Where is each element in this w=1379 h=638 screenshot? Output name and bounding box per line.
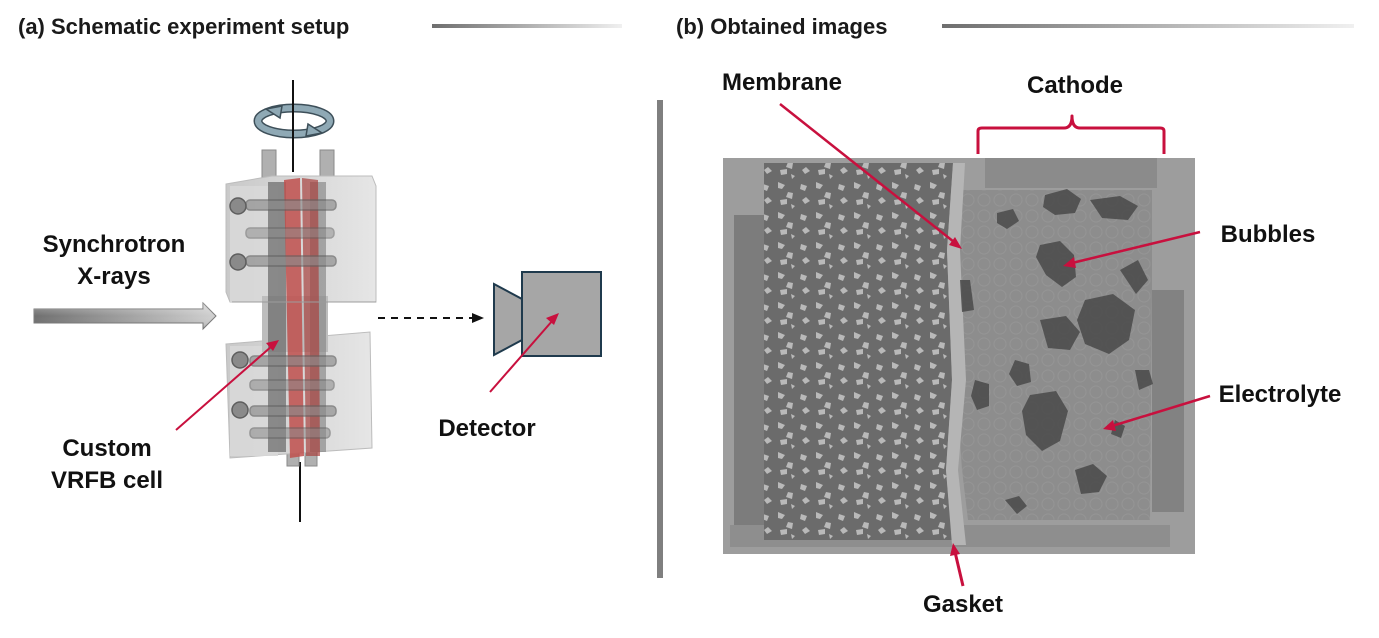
transmitted-beam-arrow	[378, 313, 484, 323]
electrolyte-label: Electrolyte	[1218, 381, 1342, 408]
panel-divider	[657, 100, 663, 578]
gasket-label: Gasket	[922, 591, 1004, 618]
xrays-label: X-rays	[77, 263, 151, 290]
vrfb-cell-label: VRFB cell	[50, 467, 164, 494]
detector-label: Detector	[438, 415, 536, 442]
bubbles-pointer-arrow	[1063, 230, 1201, 268]
panel-a-title-rule	[432, 24, 622, 28]
electrolyte-pointer-arrow	[1103, 394, 1211, 431]
cathode-label: Cathode	[1027, 72, 1123, 99]
cell-pointer-arrow	[175, 340, 279, 431]
tomography-image	[723, 158, 1195, 554]
membrane-label: Membrane	[721, 69, 843, 96]
cathode-bracket	[976, 114, 1166, 154]
camera-detector-icon	[493, 271, 602, 357]
membrane-pointer-arrow	[779, 103, 962, 249]
beam-arrow-icon	[33, 301, 217, 331]
panel-b-title: (b) Obtained images	[676, 14, 888, 39]
gasket-pointer-arrow	[950, 543, 965, 587]
bubbles-label: Bubbles	[1220, 221, 1316, 248]
custom-cell-label: Custom	[62, 435, 152, 462]
synchrotron-label: Synchrotron	[42, 231, 186, 258]
panel-b-title-rule	[942, 24, 1354, 28]
panel-a-title: (a) Schematic experiment setup	[18, 14, 350, 39]
detector-pointer-arrow	[489, 313, 559, 393]
vrfb-cell-illustration	[225, 149, 377, 467]
rotation-arrows-icon	[253, 100, 335, 145]
